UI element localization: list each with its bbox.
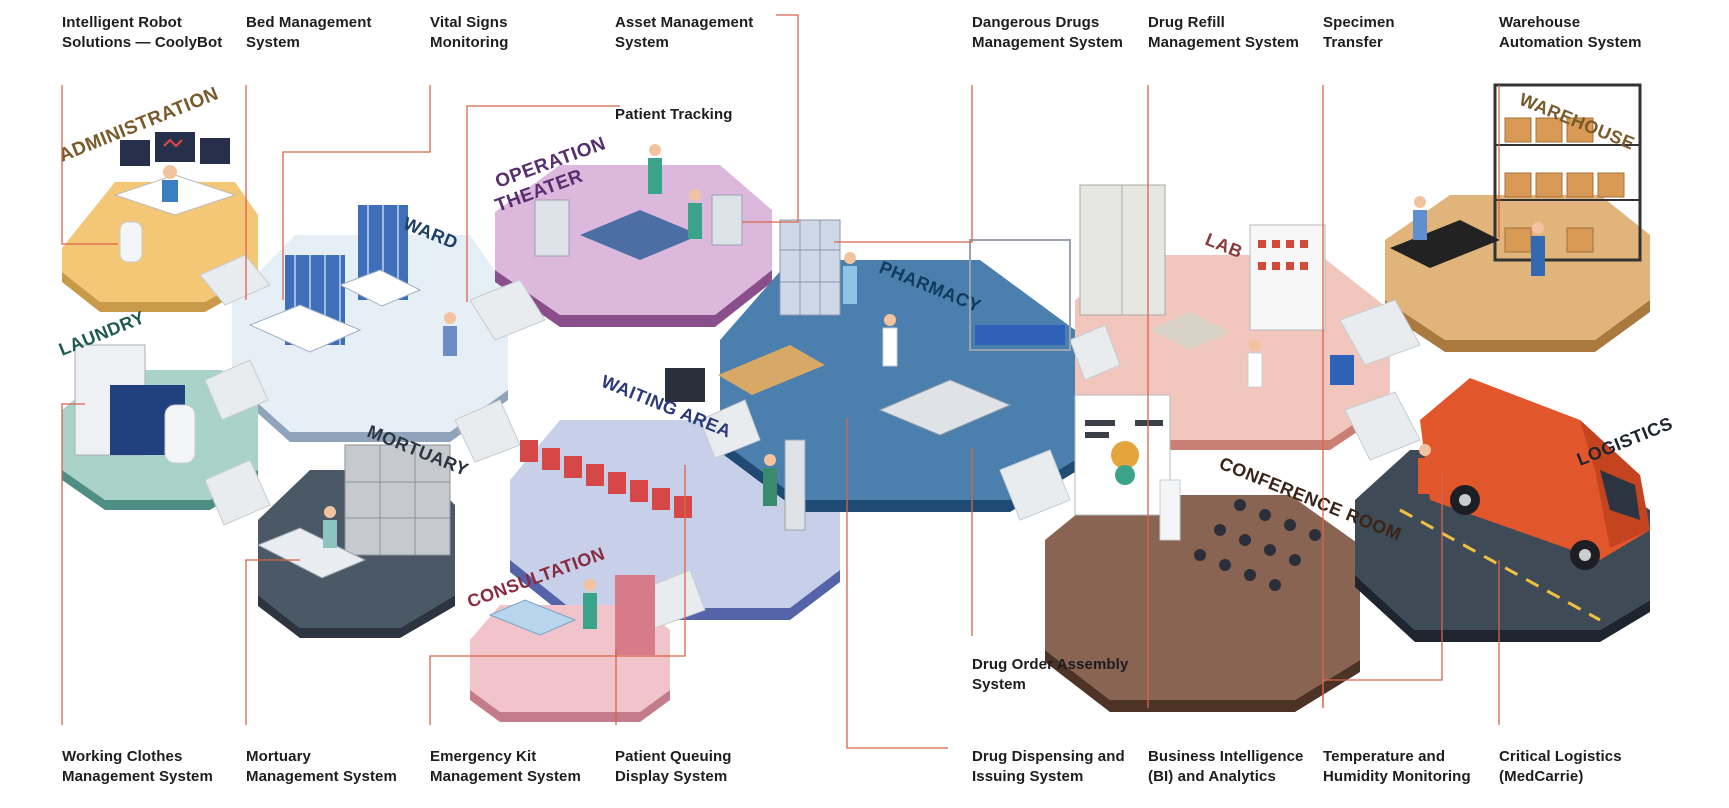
zone-conference-floor	[1045, 495, 1360, 712]
label-business-intelligence: Business Intelligence (BI) and Analytics	[1148, 748, 1304, 785]
label-drug-dispensing: Drug Dispensing and Issuing System	[972, 748, 1125, 785]
label-working-clothes: Working Clothes Management System	[62, 748, 213, 785]
label-vital-signs: Vital Signs Monitoring	[430, 14, 509, 51]
laundry-equipment	[74, 344, 196, 464]
label-temperature-humidity: Temperature and Humidity Monitoring	[1323, 748, 1471, 785]
admin-desk	[113, 132, 237, 263]
zone-title-warehouse: WAREHOUSE	[1517, 89, 1638, 153]
label-drug-order-assembly: Drug Order Assembly System	[972, 656, 1129, 693]
operation-equipment	[534, 144, 743, 260]
label-patient-tracking: Patient Tracking	[615, 106, 733, 123]
label-emergency-kit: Emergency Kit Management System	[430, 748, 581, 785]
warehouse-racks	[1390, 83, 1642, 276]
leader-lines	[61, 14, 1500, 749]
stairs	[199, 254, 1421, 629]
label-specimen-transfer: Specimen Transfer	[1323, 14, 1395, 51]
conference-furniture	[1074, 394, 1321, 591]
label-mortuary-management: Mortuary Management System	[246, 748, 397, 785]
label-critical-logistics: Critical Logistics (MedCarrie)	[1499, 748, 1622, 785]
label-bed-management: Bed Management System	[246, 14, 372, 51]
label-coolybot: Intelligent Robot Solutions — CoolyBot	[62, 14, 223, 51]
consultation-furniture	[488, 575, 655, 655]
label-dangerous-drugs: Dangerous Drugs Management System	[972, 14, 1123, 51]
label-patient-queuing: Patient Queuing Display System	[615, 748, 732, 785]
medcarrie-van	[1418, 378, 1650, 570]
label-asset-management: Asset Management System	[615, 14, 754, 51]
zone-pharmacy-floor	[720, 260, 1075, 512]
label-warehouse-automation: Warehouse Automation System	[1499, 14, 1642, 51]
waiting-seats	[520, 368, 806, 531]
lab-equipment	[1079, 184, 1354, 388]
label-drug-refill: Drug Refill Management System	[1148, 14, 1299, 51]
mortuary-equipment	[256, 444, 451, 579]
ward-furniture	[248, 205, 457, 356]
pharmacy-equipment	[718, 219, 1071, 436]
